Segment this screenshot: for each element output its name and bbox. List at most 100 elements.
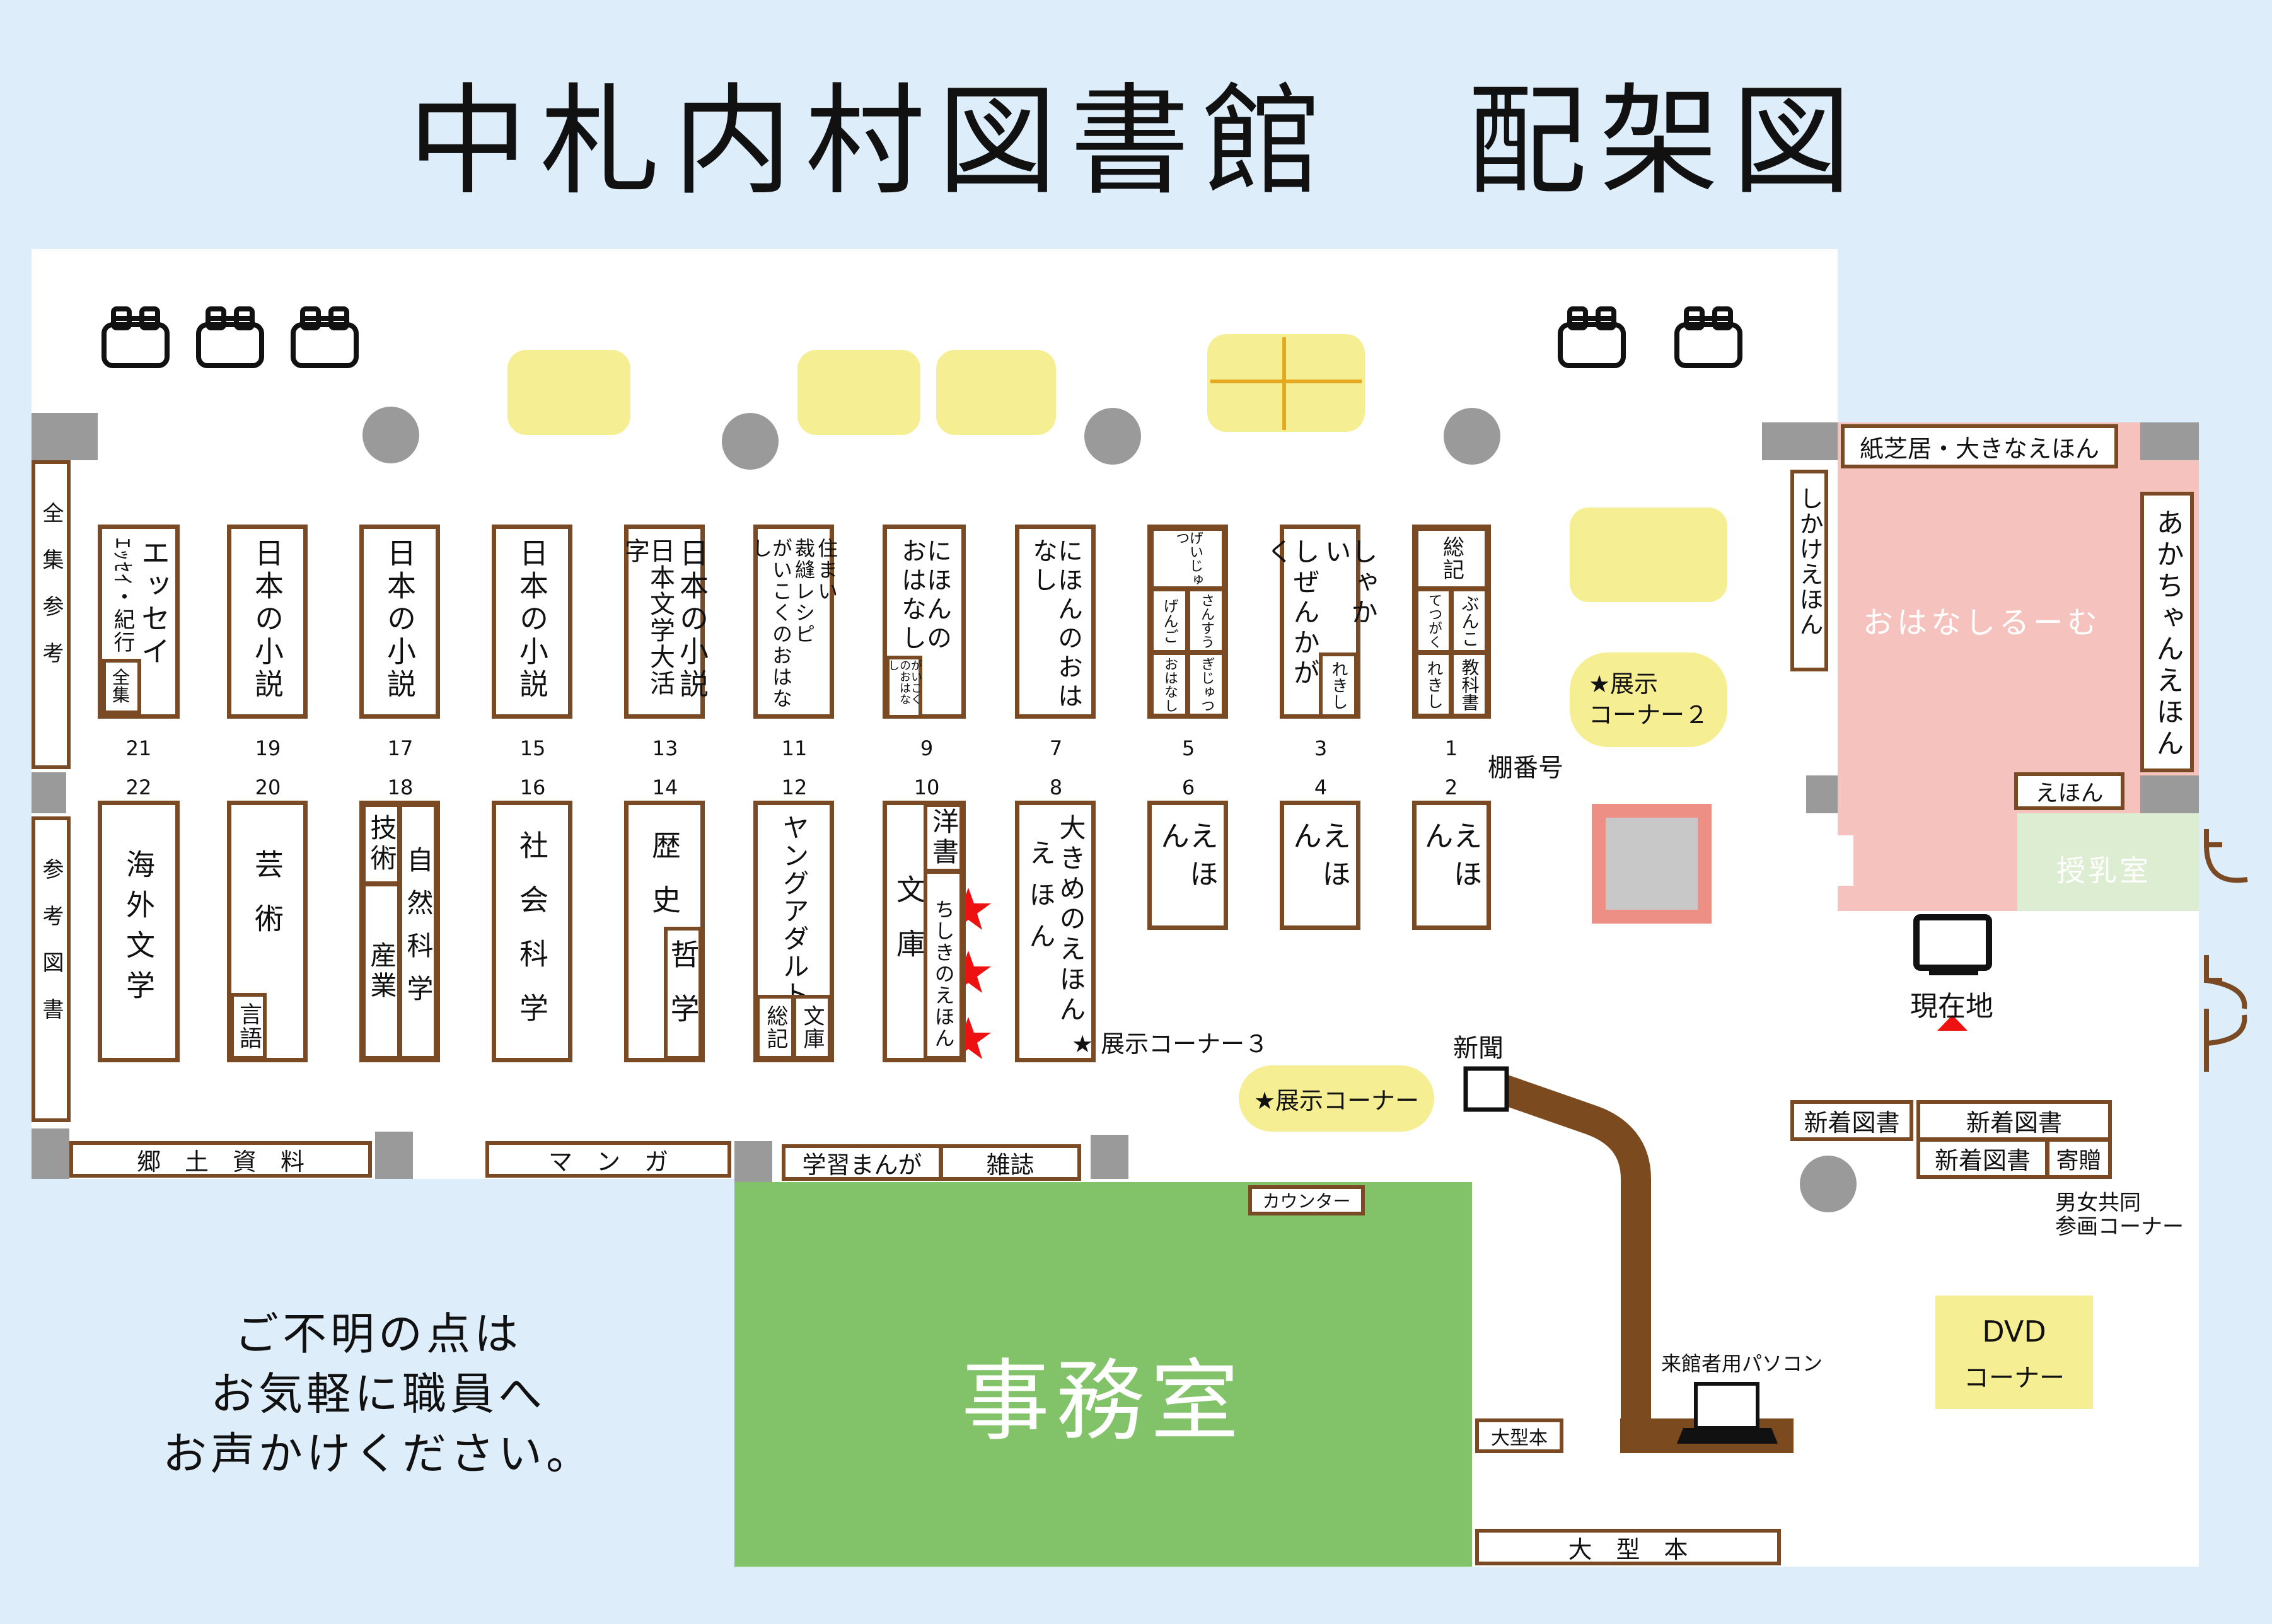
- page-title: 中札内村図書館 配架図: [407, 72, 1864, 211]
- shelf-14-sub: 哲学: [664, 927, 702, 1060]
- shelf-17: 日本の小説: [359, 525, 440, 719]
- shelf-kyodo: 郷 土 資 料: [69, 1141, 372, 1178]
- shelf-20-label: 芸術: [250, 849, 284, 958]
- shelf-21-sub: 全集: [102, 659, 141, 714]
- shelf-5-m1: げんご: [1150, 588, 1189, 654]
- shelf-21-left-label: エッセイ: [137, 538, 171, 669]
- shelf-16: 社会科学: [492, 801, 572, 1062]
- shelf-12-sub2-label: 文庫: [799, 1004, 825, 1050]
- dvd-corner-area: [1935, 1296, 2093, 1409]
- shelf-13: 日本文学大活字 日本の小説: [620, 525, 709, 719]
- shelf-5-b2: ぎじゅつ: [1186, 651, 1226, 717]
- gender-equality-label-2: 参画コーナー: [2055, 1214, 2184, 1239]
- shelf-14-sub-label: 哲学: [666, 939, 700, 1048]
- shelf-akachan: あかちゃんえほん: [2140, 492, 2194, 772]
- current-location-marker: [1937, 1015, 1968, 1031]
- shelf-1-b2: 教科書: [1450, 651, 1488, 717]
- wall-pillar: [32, 772, 66, 813]
- shelf-number: 20: [255, 775, 281, 799]
- help-note-line-2: お気軽に職員へ: [211, 1368, 546, 1420]
- shelf-10-left-label: 文庫: [892, 874, 926, 983]
- shelf-18-right-label: 自然科学: [403, 845, 434, 1018]
- shelf-2-label: えほん: [1420, 821, 1483, 896]
- wall-pillar: [1091, 1135, 1128, 1179]
- shelf-2: えほん: [1412, 801, 1491, 930]
- shelf-left-wall-top: 全集参考: [32, 460, 71, 769]
- shelf-15-label: 日本の小説: [515, 538, 549, 702]
- shelf-1-m2-label: ぶんこ: [1459, 594, 1480, 647]
- shelf-number: 22: [125, 775, 152, 799]
- newspaper-rack: [1463, 1066, 1509, 1112]
- counter: カウンター: [1248, 1185, 1365, 1215]
- shelf-5-m1-label: げんご: [1161, 598, 1178, 644]
- wall-pillar: [2140, 775, 2199, 813]
- shelf-1-m1-label: てつがく: [1426, 593, 1442, 649]
- shelf-number: 18: [387, 775, 414, 799]
- shelf-11: がいこくのおはなし 裁縫レシピ 住まい: [749, 525, 838, 719]
- wall-pillar: [32, 413, 98, 460]
- shelf-5-m2: さんすう: [1186, 588, 1226, 654]
- shelf-number: 13: [652, 736, 678, 760]
- shelf-16-label: 社会科学: [515, 830, 549, 1047]
- shelf-number: 5: [1181, 736, 1195, 760]
- shelf-21-sub-label: 全集: [112, 667, 131, 705]
- shelf-9-sub: がいこくのおはなし: [886, 656, 922, 719]
- shelf-10-right-label: ちしきのえほん: [931, 899, 956, 1049]
- wall-pillar: [32, 1128, 69, 1179]
- shelf-5-b1-label: おはなし: [1162, 656, 1178, 712]
- shelf-1-b1-label: れきし: [1424, 659, 1443, 709]
- shelf-10-top: 洋書: [924, 803, 963, 873]
- shelf-3-right-label: しぜんかがく: [1263, 538, 1320, 689]
- cable-path: [1498, 1075, 1651, 1437]
- shelf-1-top: 総記: [1415, 527, 1488, 590]
- shelf-number: 21: [125, 736, 152, 760]
- chair-icons: [101, 306, 1742, 368]
- shelf-20-sub-label: 言語: [236, 1002, 262, 1050]
- shelf-number-legend: 棚番号: [1488, 753, 1563, 782]
- shelf-1-top-label: 総記: [1439, 536, 1464, 581]
- reading-table: [936, 350, 1056, 435]
- shelf-number: 14: [652, 775, 678, 799]
- gender-equality-label-1: 男女共同: [2055, 1190, 2141, 1215]
- laptop-icon: [1677, 1382, 1778, 1444]
- dvd-label-2: コーナー: [1964, 1364, 2065, 1393]
- reading-table: [797, 350, 920, 435]
- display-corner-3-label: ★ 展示コーナー３: [1072, 1030, 1269, 1058]
- shelf-left-wall-bottom: 参考図書: [32, 816, 71, 1122]
- round-pillar: [722, 413, 779, 470]
- shelf-9-sub-label: がいこくのおはなし: [886, 659, 922, 705]
- help-note-line-1: ご不明の点は: [235, 1308, 522, 1360]
- shelf-number: 19: [255, 736, 281, 760]
- reading-table: [1570, 508, 1727, 602]
- shelf-number: 17: [387, 736, 414, 760]
- shelf-number: 3: [1314, 736, 1328, 760]
- shelf-11-right-label: 住まい: [814, 538, 838, 602]
- wall-pillar: [1762, 422, 1838, 460]
- reading-table: [507, 350, 630, 435]
- round-pillar: [1084, 408, 1141, 465]
- round-pillar: [1800, 1156, 1857, 1212]
- shelf-4-label: えほん: [1289, 821, 1352, 896]
- shelf-number: 16: [519, 775, 546, 799]
- newspaper-label: 新聞: [1453, 1034, 1504, 1063]
- shelf-number: 10: [913, 775, 940, 799]
- shelf-number: 4: [1314, 775, 1328, 799]
- door-swing: [2204, 955, 2247, 1072]
- shelf-10-right: ちしきのえほん: [924, 870, 963, 1060]
- shelf-19: 日本の小説: [227, 525, 308, 719]
- display-corner: ★展示コーナー: [1239, 1065, 1434, 1132]
- shelf-number: 6: [1181, 775, 1195, 799]
- shelf-13-label: 日本の小説: [675, 538, 709, 702]
- shelf-zasshi: 雑誌: [939, 1144, 1081, 1181]
- shelf-6: えほん: [1147, 801, 1228, 930]
- shelf-1-m1: てつがく: [1415, 588, 1452, 654]
- wall-pillar: [2140, 422, 2199, 460]
- shelf-3-sub: れきし: [1319, 652, 1358, 718]
- shelf-shinchaku-3: 新着図書: [1916, 1138, 2049, 1179]
- shelf-8-right-label: えほん: [1025, 839, 1056, 964]
- door-opening: [1831, 835, 1853, 886]
- display-case-inner: [1606, 818, 1698, 910]
- shelf-manga: マ ン ガ: [485, 1141, 731, 1178]
